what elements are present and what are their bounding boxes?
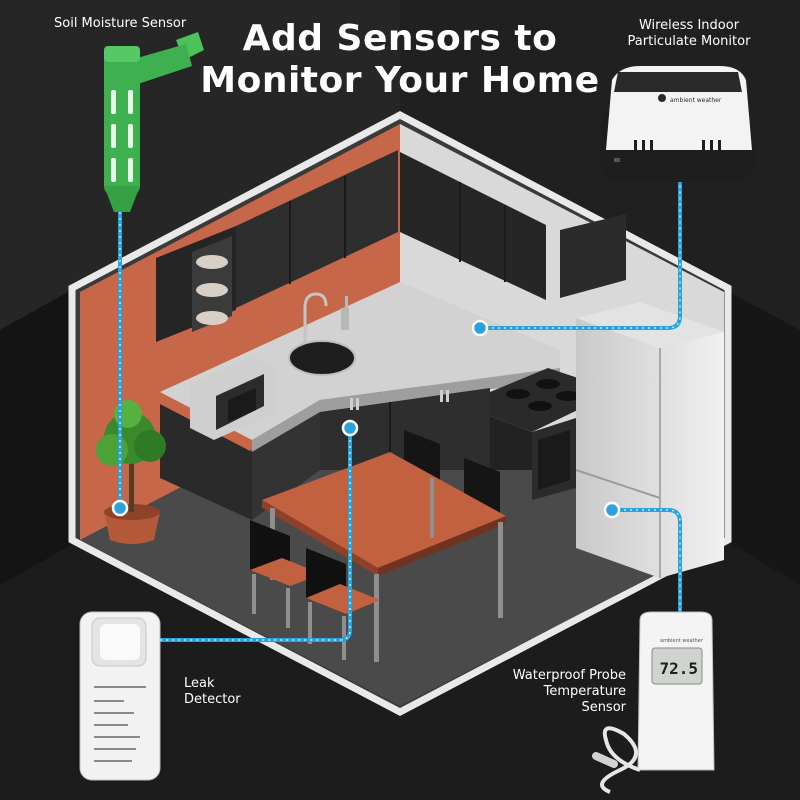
faucet [303,292,328,344]
title-line-1: Add Sensors to [242,18,558,59]
particulate-connector [478,180,682,330]
lower-cabinet [160,404,252,520]
page-title: Add Sensors to Monitor Your Home [150,18,650,102]
particulate-brand-text: ambient weather [670,97,722,104]
particulate-dot [471,319,489,337]
leak-detector-device [79,611,161,781]
probe-connector [610,508,682,612]
upper-cabinet [400,152,546,300]
soil-moisture-sensor-label: Soil Moisture Sensor [54,16,187,31]
flower-pot [104,512,160,544]
probe-sensor-label-line-1: Waterproof Probe [512,668,626,683]
temperature-reading: 72.5 [659,659,698,678]
lower-cabinet [252,412,320,520]
bowl [196,311,228,325]
oven [490,416,532,470]
probe-sensor-label: Waterproof Probe Temperature Sensor [500,668,626,716]
title-line-2: Monitor Your Home [200,60,600,101]
brand-logo-icon [658,94,666,102]
soil-moisture-sensor-device [104,32,204,212]
background-facet [0,0,400,330]
background-facet [725,290,800,585]
background-facet [0,285,80,585]
stove [490,368,590,432]
sink [288,340,356,376]
lower-cabinet [320,388,490,470]
particulate-monitor-label: Wireless Indoor Particulate Monitor [604,18,774,50]
soil-sensor-dot [111,499,129,517]
bowl [196,283,228,297]
leak-detector-label-line-2: Detector [184,692,241,707]
bowl [196,255,228,269]
leak-dot [341,419,359,437]
leak-detector-label: Leak Detector [184,676,241,708]
leak-detector-label-line-1: Leak [184,676,215,691]
upper-cabinet-right [560,214,626,298]
particulate-monitor-device [600,66,756,182]
probe-sensor-label-line-3: Sensor [581,700,626,715]
probe-temperature-sensor-device [592,611,715,794]
probe-brand-text: ambient weather [660,638,704,644]
probe-dot [603,501,621,519]
dining-table [262,452,506,568]
particulate-monitor-label-line-1: Wireless Indoor [638,18,740,33]
probe-sensor-label-line-2: Temperature [543,684,626,699]
lcd-display [651,647,703,685]
upper-cabinet [236,150,398,308]
particulate-monitor-label-line-2: Particulate Monitor [627,34,751,49]
